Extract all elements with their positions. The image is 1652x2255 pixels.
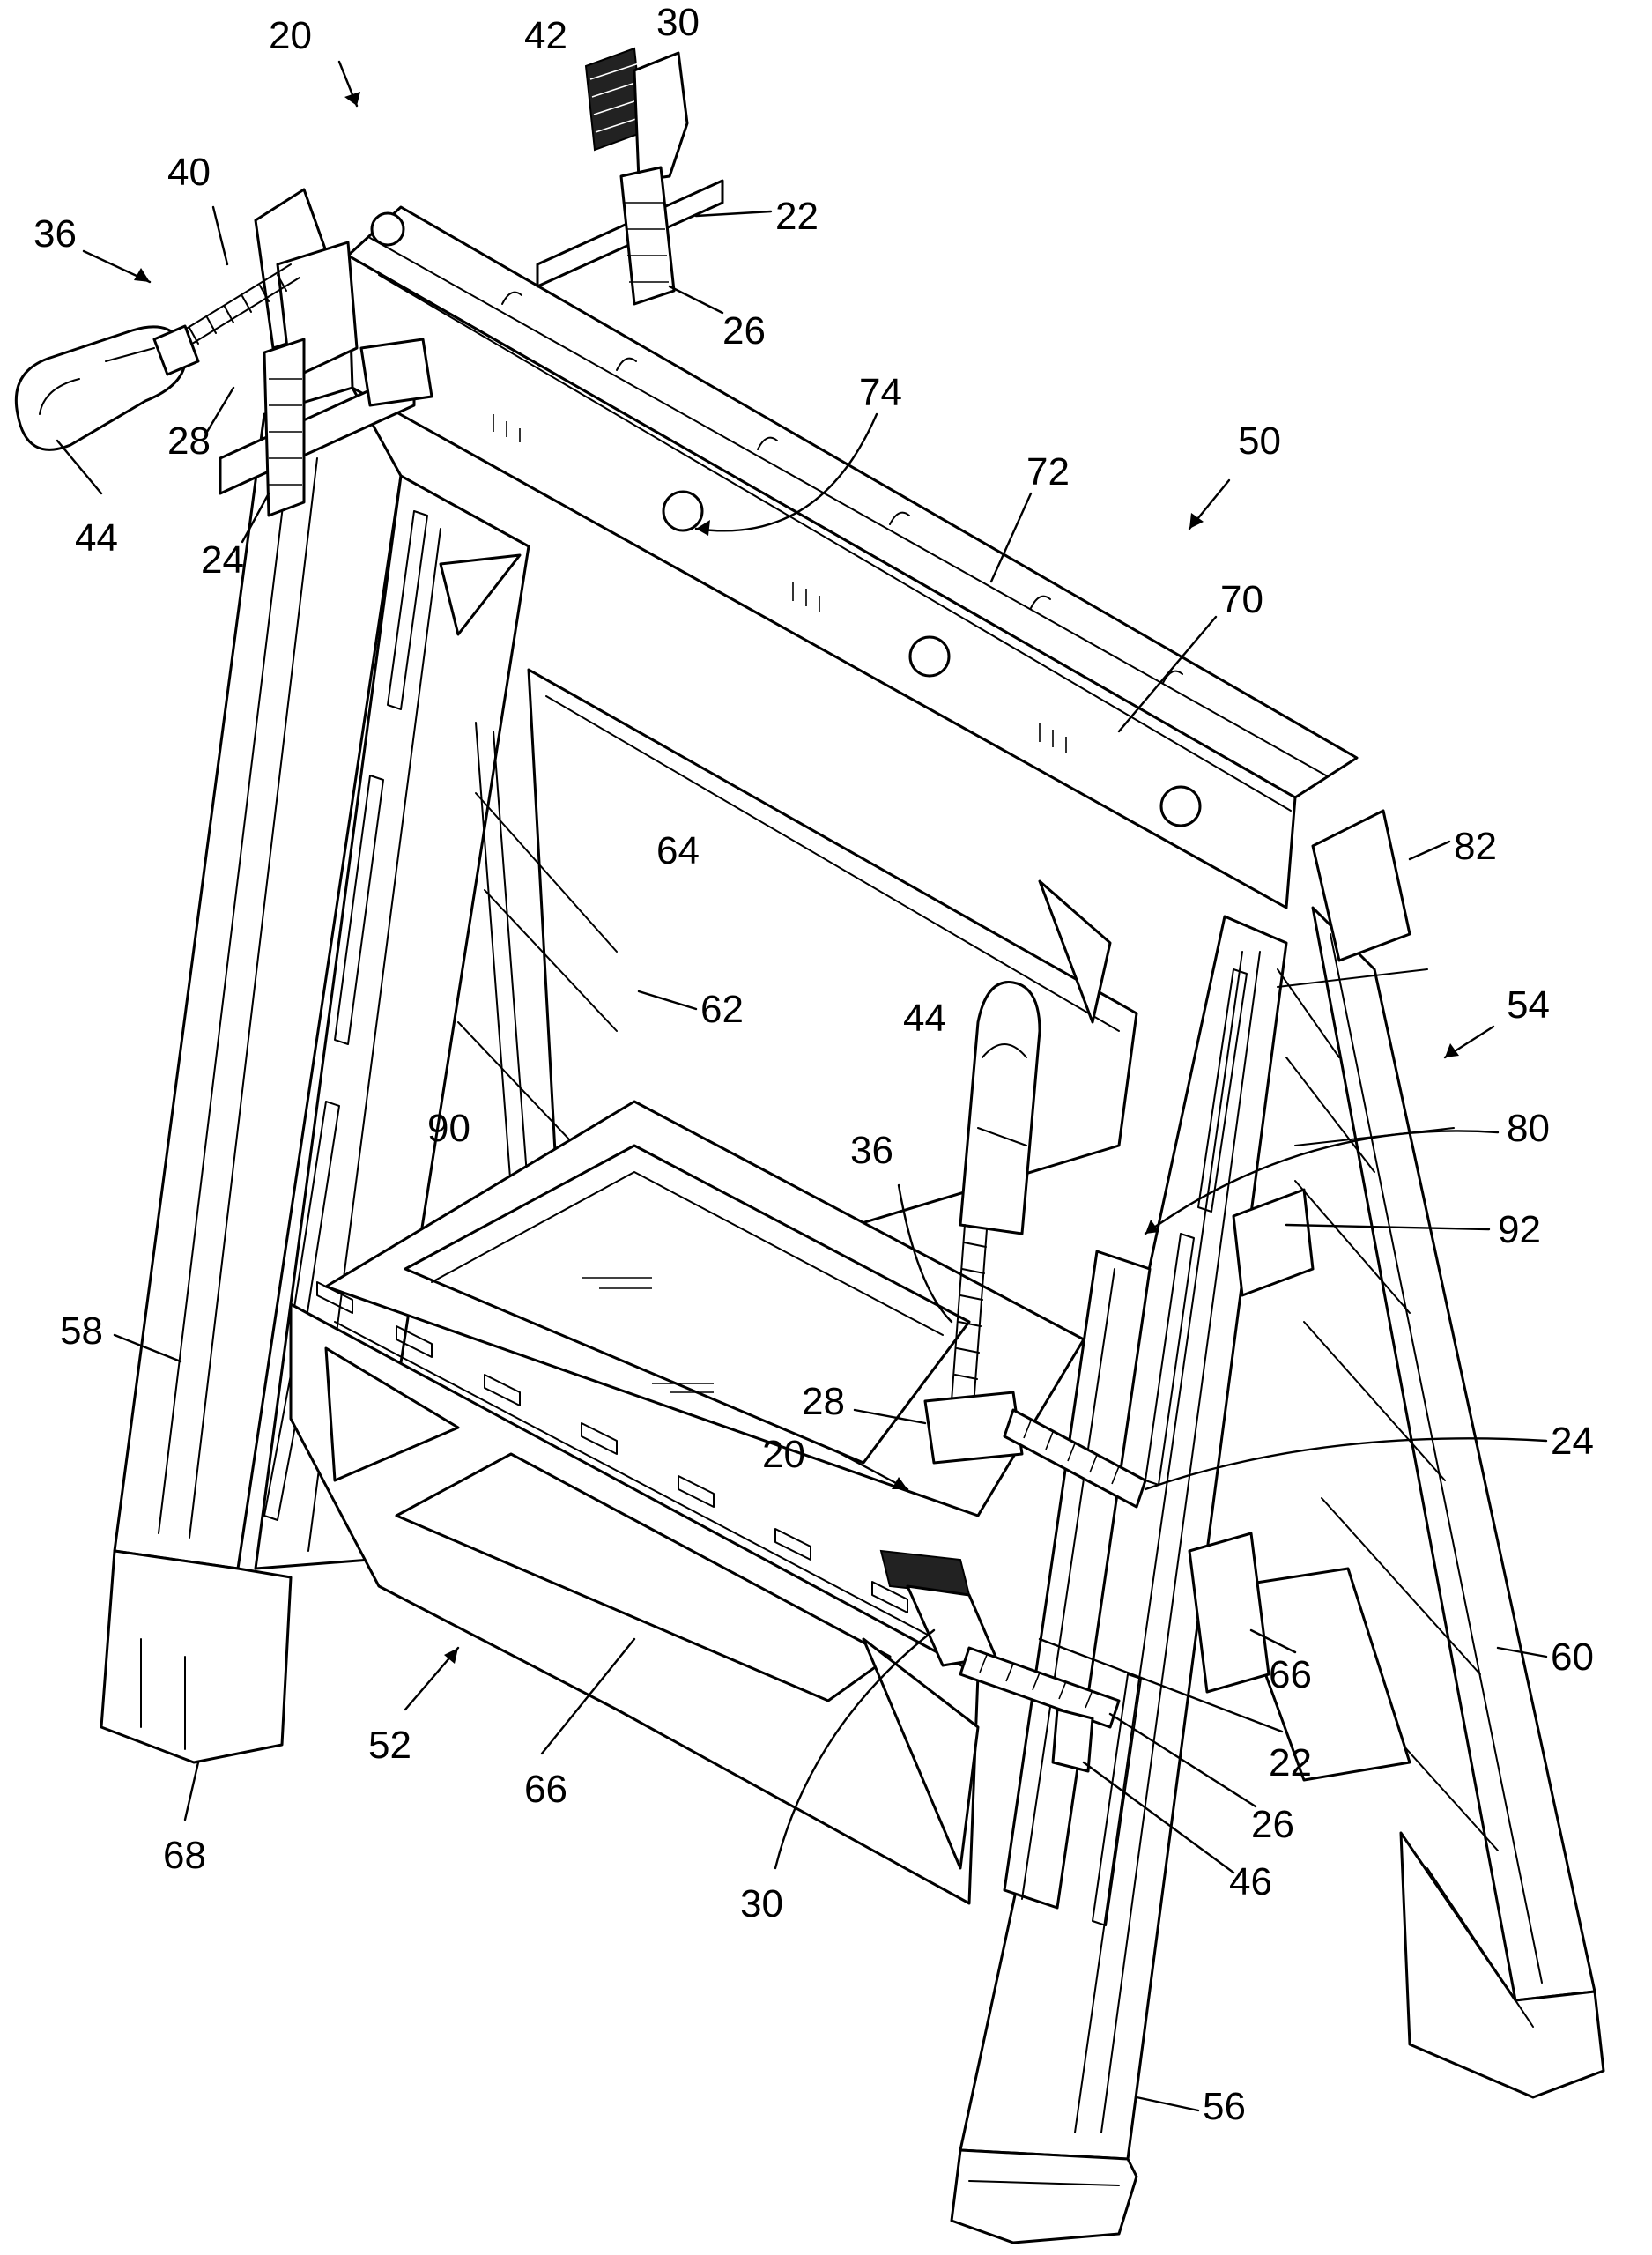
jaw-30-top	[634, 53, 687, 181]
leader-44a	[57, 441, 101, 493]
ref-36-center: 36	[850, 1129, 893, 1172]
lock-46	[1053, 1710, 1093, 1771]
leader-26a	[670, 286, 722, 313]
ref-28-center: 28	[802, 1380, 845, 1423]
ref-24-top: 24	[201, 538, 244, 582]
ref-66-right: 66	[1269, 1653, 1312, 1696]
leg-60-edge	[1330, 934, 1542, 1983]
ref-56: 56	[1203, 2085, 1246, 2128]
frame-triangle-right	[1040, 881, 1110, 1022]
ref-26-lower: 26	[1251, 1803, 1294, 1846]
rear-block	[1189, 1533, 1269, 1692]
ref-28-top: 28	[167, 419, 211, 463]
ref-80: 80	[1507, 1107, 1550, 1150]
ref-44-center: 44	[903, 997, 946, 1040]
ref-42: 42	[524, 14, 567, 57]
ref-60: 60	[1551, 1636, 1594, 1679]
ref-24-center: 24	[1551, 1420, 1594, 1463]
ref-30-top: 30	[656, 1, 700, 44]
ref-54: 54	[1507, 983, 1550, 1027]
foot-68	[101, 1551, 291, 1762]
leader-56	[1137, 2097, 1198, 2110]
ref-44-top: 44	[75, 516, 118, 560]
leader-82	[1410, 842, 1449, 859]
ref-22-lower: 22	[1269, 1741, 1312, 1784]
ref-22-top: 22	[775, 195, 819, 238]
ref-46: 46	[1229, 1860, 1272, 1903]
ref-72: 72	[1026, 450, 1070, 493]
ref-62: 62	[700, 988, 744, 1031]
leader-68	[185, 1762, 198, 1820]
leader-40	[213, 207, 227, 264]
ref-36-top: 36	[33, 212, 77, 256]
ref-74: 74	[859, 371, 902, 414]
ref-20-top: 20	[269, 14, 312, 57]
tube-26-top	[621, 167, 674, 304]
ref-52: 52	[368, 1724, 411, 1767]
ref-68: 68	[163, 1834, 206, 1877]
clamp-top-center	[586, 48, 687, 304]
leader-28a	[207, 388, 233, 432]
side-bracket	[361, 339, 432, 405]
leader-22a	[696, 211, 771, 216]
handle-44-center	[960, 983, 1040, 1234]
foot-56	[952, 2150, 1137, 2243]
ref-50: 50	[1238, 419, 1281, 463]
sawhorse-body	[101, 207, 1604, 2243]
ref-26-top: 26	[722, 309, 766, 352]
ref-66-front: 66	[524, 1768, 567, 1811]
screw-nut	[372, 213, 404, 245]
ref-58: 58	[60, 1309, 103, 1353]
ref-92: 92	[1498, 1208, 1541, 1251]
ref-20-center: 20	[762, 1433, 805, 1476]
ref-90: 90	[427, 1107, 470, 1150]
ref-82: 82	[1454, 825, 1497, 868]
ref-30-lower: 30	[740, 1882, 783, 1925]
ref-70: 70	[1220, 578, 1263, 621]
leader-62	[639, 991, 696, 1009]
grooved-tube-24	[264, 339, 304, 516]
ref-64: 64	[656, 829, 700, 872]
ref-40: 40	[167, 151, 211, 194]
